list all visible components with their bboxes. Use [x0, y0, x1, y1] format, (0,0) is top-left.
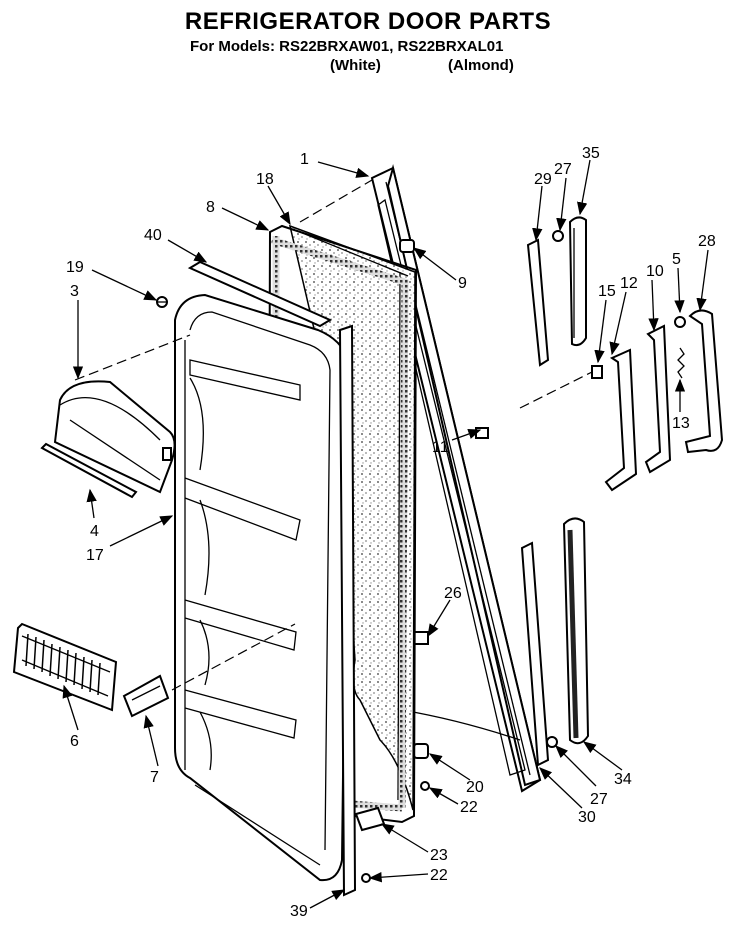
- bracket-7: [122, 674, 170, 718]
- callout-23: 23: [430, 847, 448, 864]
- grille: [12, 622, 118, 712]
- callout-3: 3: [70, 283, 79, 300]
- callout-4: 4: [90, 523, 99, 540]
- callout-13: 13: [672, 415, 690, 432]
- handle-trim-29: [526, 238, 550, 367]
- leader-lines: [62, 159, 709, 909]
- handle-10: [644, 324, 672, 474]
- bin-trim-strip: [40, 442, 138, 499]
- handle-trim-30: [520, 541, 550, 767]
- callout-19: 19: [66, 259, 84, 276]
- callout-39: 39: [290, 903, 308, 920]
- spring-13: [677, 347, 685, 379]
- door-bracket-20: [413, 743, 429, 759]
- callout-28: 28: [698, 233, 716, 250]
- callout-27-upper: 27: [554, 161, 572, 178]
- callout-29: 29: [534, 171, 552, 188]
- callout-26: 26: [444, 585, 462, 602]
- models-line: For Models: RS22BRXAW01, RS22BRXAL01: [190, 38, 504, 55]
- callout-8: 8: [206, 199, 215, 216]
- callout-34: 34: [614, 771, 632, 788]
- handle-mount-12: [604, 348, 638, 492]
- callout-5: 5: [672, 251, 681, 268]
- bushing-5: [674, 316, 686, 328]
- door-trim-39: [338, 324, 357, 897]
- callout-18: 18: [256, 171, 274, 188]
- screw-19: [156, 296, 168, 308]
- spacer-15: [591, 365, 603, 379]
- callout-35: 35: [582, 145, 600, 162]
- callout-22-upper: 22: [460, 799, 478, 816]
- callout-7: 7: [150, 769, 159, 786]
- screw-27-upper: [552, 230, 564, 242]
- handle-28: [684, 309, 724, 454]
- door-bumper-9: [399, 239, 415, 253]
- assembly-line-3: [74, 334, 191, 381]
- callout-6: 6: [70, 733, 79, 750]
- callout-15: 15: [598, 283, 616, 300]
- callout-1: 1: [300, 151, 309, 168]
- variant-white-label: (White): [330, 57, 381, 74]
- callout-20: 20: [466, 779, 484, 796]
- handle-cover-34: [562, 517, 590, 745]
- door-liner: [174, 293, 350, 882]
- callout-9: 9: [458, 275, 467, 292]
- page-title: REFRIGERATOR DOOR PARTS: [184, 8, 552, 35]
- callout-11: 11: [432, 439, 449, 456]
- assembly-line-handle: [519, 371, 593, 409]
- dispenser-bin: [53, 380, 176, 494]
- handle-cover-35: [568, 216, 587, 347]
- callout-10: 10: [646, 263, 664, 280]
- callout-22-lower: 22: [430, 867, 448, 884]
- callout-12: 12: [620, 275, 638, 292]
- variant-almond-label: (Almond): [448, 57, 514, 74]
- callout-27-lower: 27: [590, 791, 608, 808]
- assembly-line-7: [171, 623, 296, 691]
- callout-17: 17: [86, 547, 104, 564]
- callout-40: 40: [144, 227, 162, 244]
- top-trim-strip: [187, 260, 333, 328]
- callout-30: 30: [578, 809, 596, 826]
- callout-labels: 1 3 4 5 6 7 8 9 10 11 12 13 15 17 18 19 …: [66, 145, 716, 920]
- assembly-line-1: [299, 179, 373, 223]
- screw-27-lower: [546, 736, 558, 748]
- door-stop-11: [475, 427, 489, 439]
- bracket-23: [354, 806, 386, 832]
